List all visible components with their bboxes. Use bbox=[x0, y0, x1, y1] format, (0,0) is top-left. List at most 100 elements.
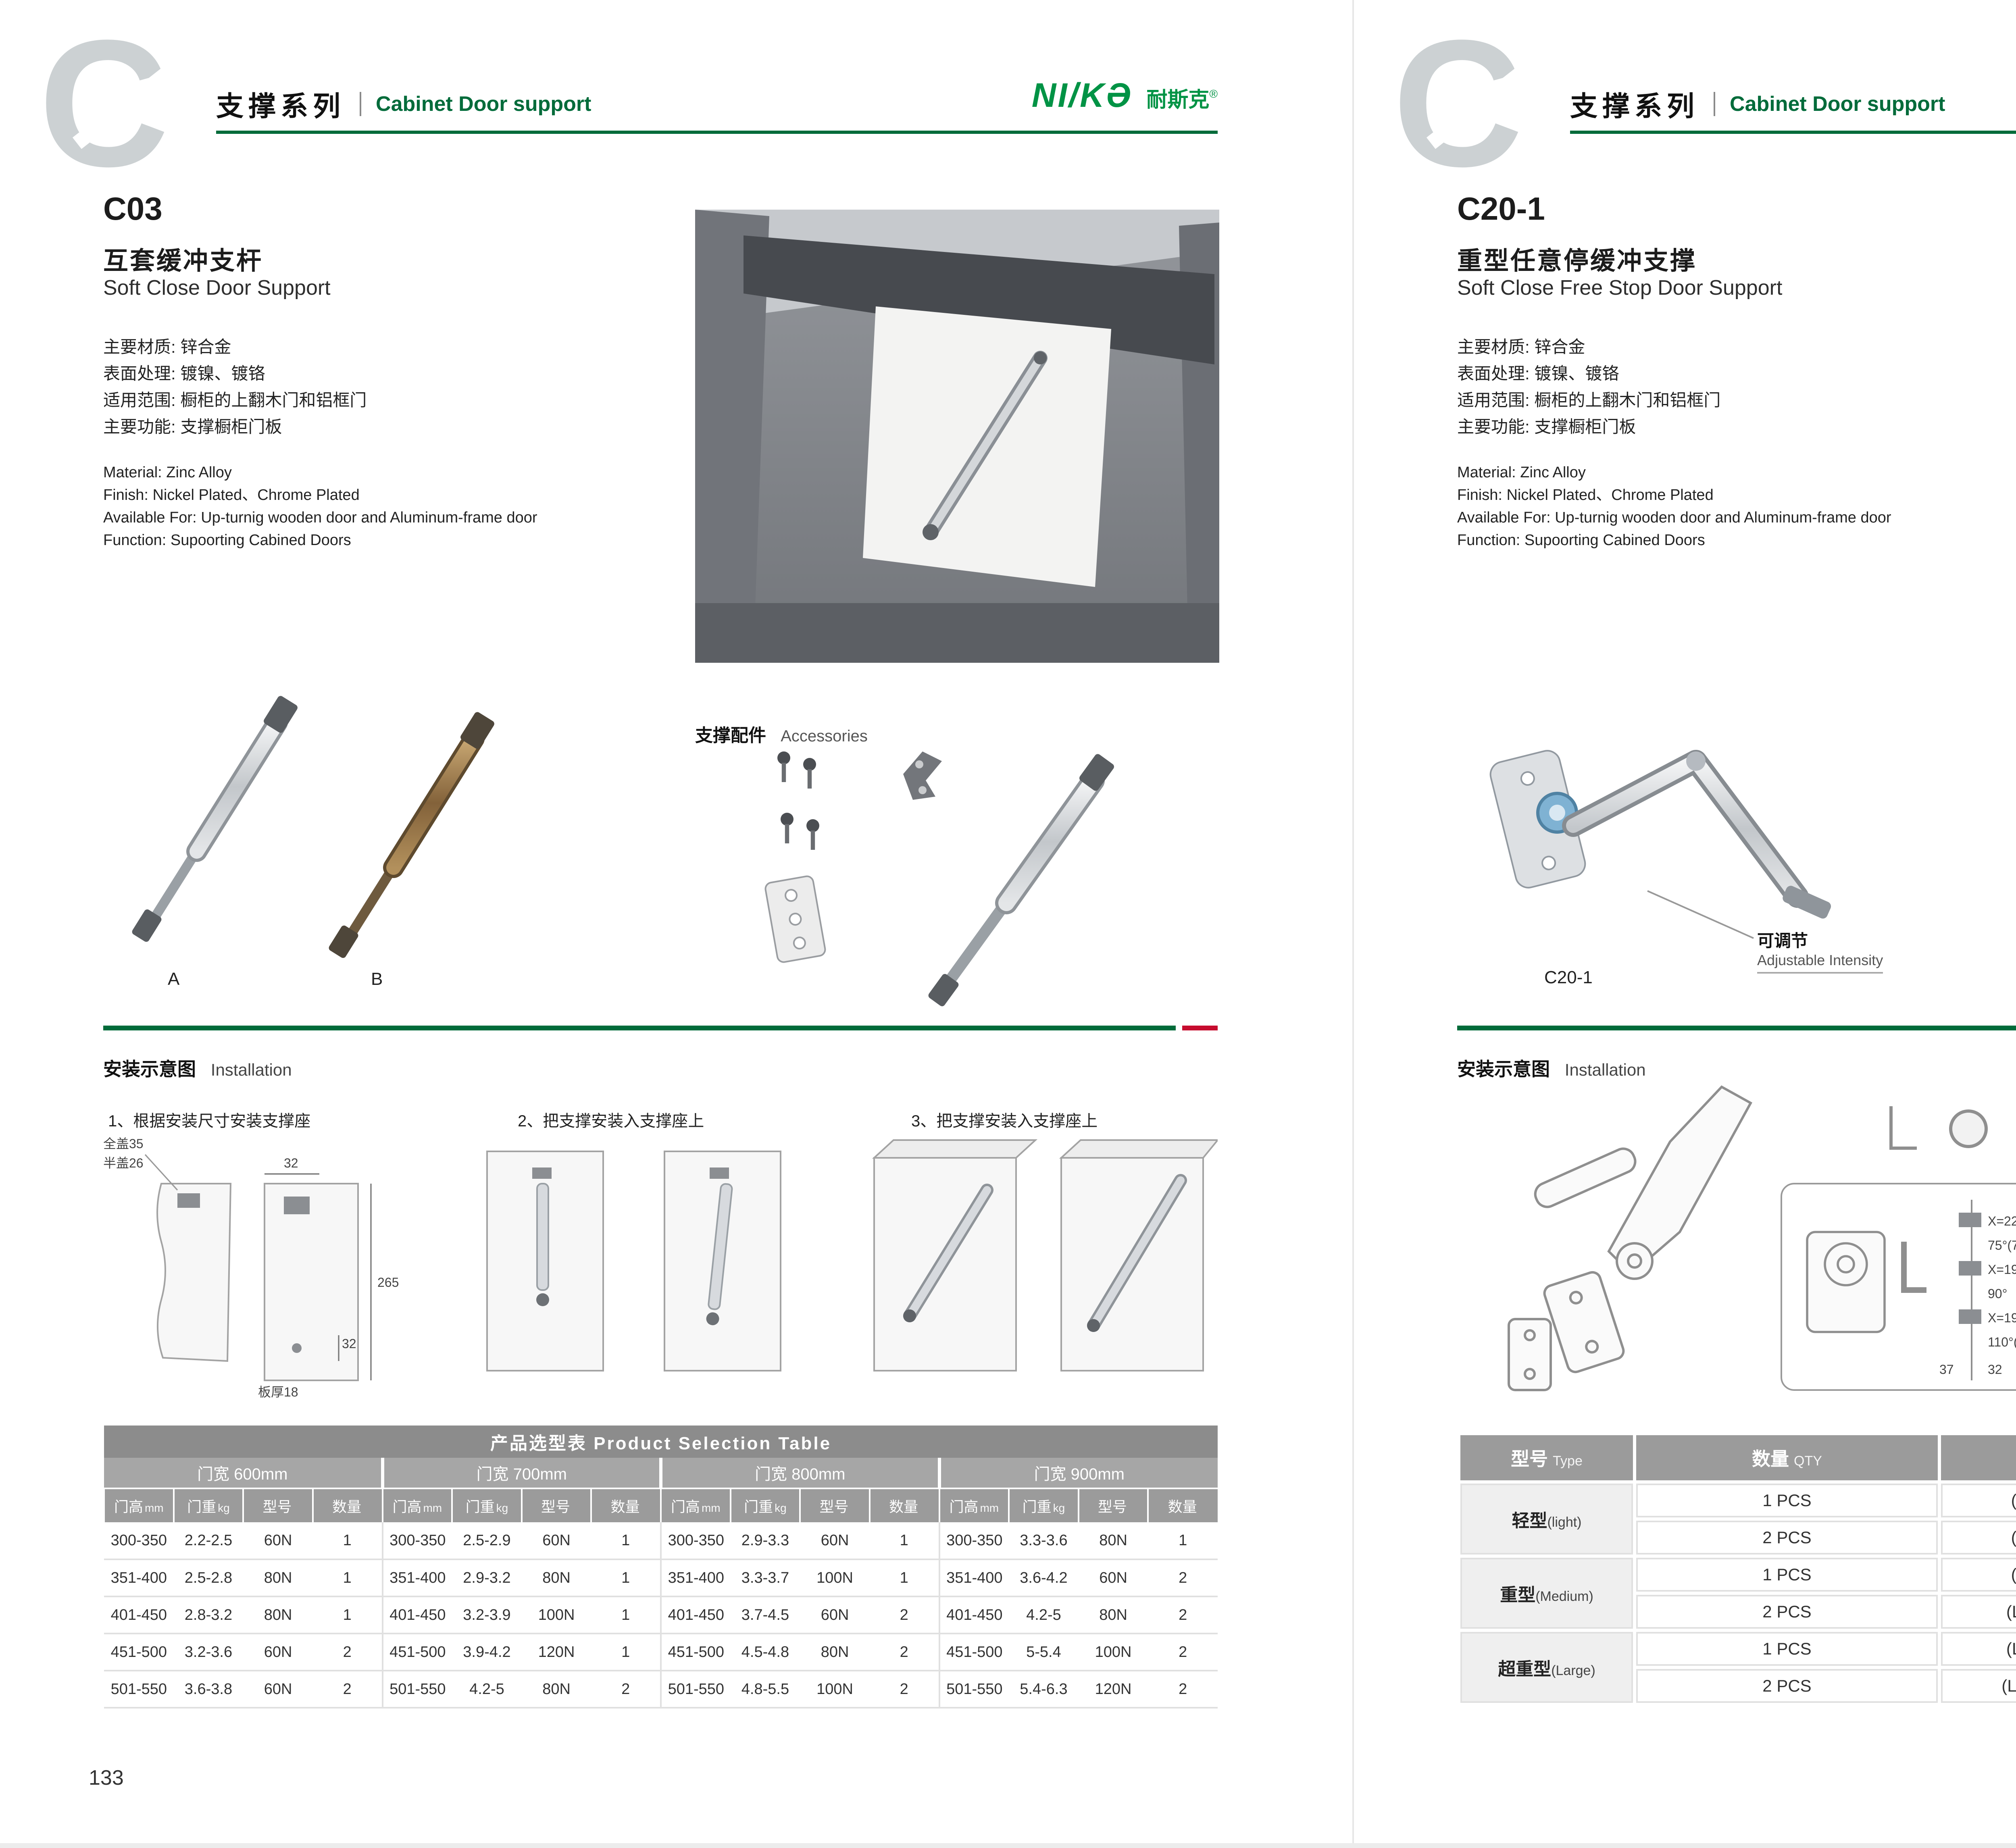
table-cell: 451-500 bbox=[661, 1634, 731, 1671]
strut-variants-illustration bbox=[132, 696, 494, 958]
table-cell: 2 bbox=[1148, 1596, 1218, 1634]
variant-a-label: A bbox=[168, 969, 180, 989]
table-cell: 300-350 bbox=[382, 1522, 452, 1560]
table-cell: 80N bbox=[521, 1559, 591, 1597]
page-133: C 支撑系列 Cabinet Door support NI/KƏ 耐斯克® C… bbox=[39, 2, 1219, 1790]
accessories-heading-cn: 支撑配件 bbox=[695, 726, 766, 745]
table-cell: (L) 300-500mm (H) 400mm bbox=[1941, 1484, 2016, 1517]
table-cell: 3.9-4.2 bbox=[452, 1634, 522, 1671]
table-title: 产品选型表 Product Selection Table bbox=[104, 1426, 1218, 1458]
text-line: Material: Zinc Alloy bbox=[103, 464, 232, 481]
table-cell: 2 bbox=[1148, 1559, 1218, 1597]
table-cell: 4.2-5 bbox=[1009, 1596, 1079, 1634]
accessories-heading: 支撑配件 Accessories bbox=[695, 721, 868, 747]
accessories-illustration bbox=[764, 751, 1114, 1007]
table-cell: 60N bbox=[1078, 1559, 1148, 1597]
header-separator bbox=[1714, 92, 1716, 116]
table-cell: 2 bbox=[869, 1671, 940, 1709]
dim-label: X=192 bbox=[1988, 1262, 2016, 1277]
model-number: C20-1 bbox=[1457, 191, 1545, 227]
brand-logo-text: NI/KƏ bbox=[1031, 76, 1133, 114]
install-detail-drawing: X=224 75°(77°) X=192 90° X=192 110°(104°… bbox=[1781, 1106, 2016, 1391]
table-cell: 3.3-3.6 bbox=[1009, 1522, 1079, 1560]
table-row: 2 PCS(L) 600-800mm (H) 400mm4-7kg bbox=[1460, 1521, 2016, 1555]
table-cell: 300-350 bbox=[661, 1522, 731, 1560]
install-step3-drawing bbox=[872, 1139, 1218, 1371]
table-cell: 401-450 bbox=[104, 1596, 174, 1634]
dim-label: X=224 bbox=[1988, 1214, 2016, 1228]
c20-1-label: C20-1 bbox=[1544, 968, 1593, 987]
table-group-header: 门宽 900mm bbox=[937, 1458, 1218, 1488]
text-line: 表面处理: 镀镍、镀铬 bbox=[1457, 364, 1619, 383]
table-column-header: 型号 bbox=[521, 1488, 591, 1522]
table-cell: 5.4-6.3 bbox=[1009, 1671, 1079, 1709]
table-cell: 3.2-3.6 bbox=[173, 1634, 244, 1671]
table-cell: 2 PCS bbox=[1636, 1595, 1938, 1629]
table-cell: 100N bbox=[800, 1559, 870, 1597]
table-cell: 80N bbox=[243, 1596, 313, 1634]
table-cell: 1 bbox=[591, 1634, 662, 1671]
table-cell: 1 bbox=[312, 1559, 383, 1597]
table-cell: 3.2-3.9 bbox=[452, 1596, 522, 1634]
table-cell: 60N bbox=[243, 1522, 313, 1560]
table-cell: 80N bbox=[521, 1671, 591, 1709]
table-column-header: 数量 bbox=[1147, 1488, 1218, 1522]
series-c-logo: C bbox=[39, 2, 169, 204]
table-cell: 60N bbox=[243, 1634, 313, 1671]
table-cell: (L) 600-800mm (H) 400mm bbox=[1941, 1521, 2016, 1555]
text-line: 适用范围: 橱柜的上翻木门和铝框门 bbox=[1457, 391, 1721, 410]
text-line: Finish: Nickel Plated、Chrome Plated bbox=[103, 487, 360, 504]
table-group-header: 门宽 800mm bbox=[659, 1458, 939, 1488]
dim-label: 75°(77°) bbox=[1988, 1238, 2016, 1253]
text-line: Material: Zinc Alloy bbox=[1457, 464, 1586, 481]
table-cell: 351-400 bbox=[939, 1559, 1009, 1597]
table-cell: 501-550 bbox=[382, 1671, 452, 1709]
table-cell: 1 bbox=[591, 1559, 662, 1597]
install-parts-drawing bbox=[1508, 1085, 1753, 1391]
model-number: C03 bbox=[103, 191, 162, 227]
table-cell: 3.6-3.8 bbox=[173, 1671, 244, 1709]
text-line: Finish: Nickel Plated、Chrome Plated bbox=[1457, 487, 1714, 504]
install-step-1-caption: 1、根据安装尺寸安装支撑座 bbox=[108, 1112, 311, 1130]
table-cell: 1 bbox=[591, 1596, 662, 1634]
series-title-cn: 支撑系列 bbox=[216, 91, 346, 122]
strut-b bbox=[329, 712, 494, 958]
table-cell: 1 bbox=[591, 1522, 662, 1560]
product-title-en: Soft Close Free Stop Door Support bbox=[1457, 276, 1783, 300]
table-cell: 351-400 bbox=[104, 1559, 174, 1597]
dim-label: 110°(104°) bbox=[1988, 1335, 2016, 1349]
table-cell: 2 bbox=[591, 1671, 662, 1709]
series-title-en: Cabinet Door support bbox=[1730, 92, 1945, 116]
table-cell: 60N bbox=[243, 1671, 313, 1709]
header-rule bbox=[216, 131, 1218, 134]
dim-label: 板厚18 bbox=[258, 1385, 298, 1399]
adjustable-callout-en: Adjustable Intensity bbox=[1757, 952, 1883, 974]
screws bbox=[777, 751, 819, 850]
install-step2-drawing bbox=[486, 1151, 781, 1371]
table-column-header: 型号 bbox=[799, 1488, 870, 1522]
text-line: 主要材质: 锌合金 bbox=[103, 337, 231, 356]
table-cell: 3.3-3.7 bbox=[730, 1559, 800, 1597]
table-cell: 501-550 bbox=[939, 1671, 1009, 1709]
installation-heading-en: Installation bbox=[1564, 1060, 1646, 1079]
table-cell: 2.9-3.2 bbox=[452, 1559, 522, 1597]
product-title-cn: 重型任意停缓冲支撑 bbox=[1457, 247, 1697, 275]
page-134: C 支撑系列 Cabinet Door support NI/KƏ 耐斯克® C… bbox=[1352, 0, 2016, 1843]
table-cell: 300-350 bbox=[939, 1522, 1009, 1560]
table-cell: 2 bbox=[1148, 1671, 1218, 1709]
table-cell: 1 bbox=[312, 1522, 383, 1560]
